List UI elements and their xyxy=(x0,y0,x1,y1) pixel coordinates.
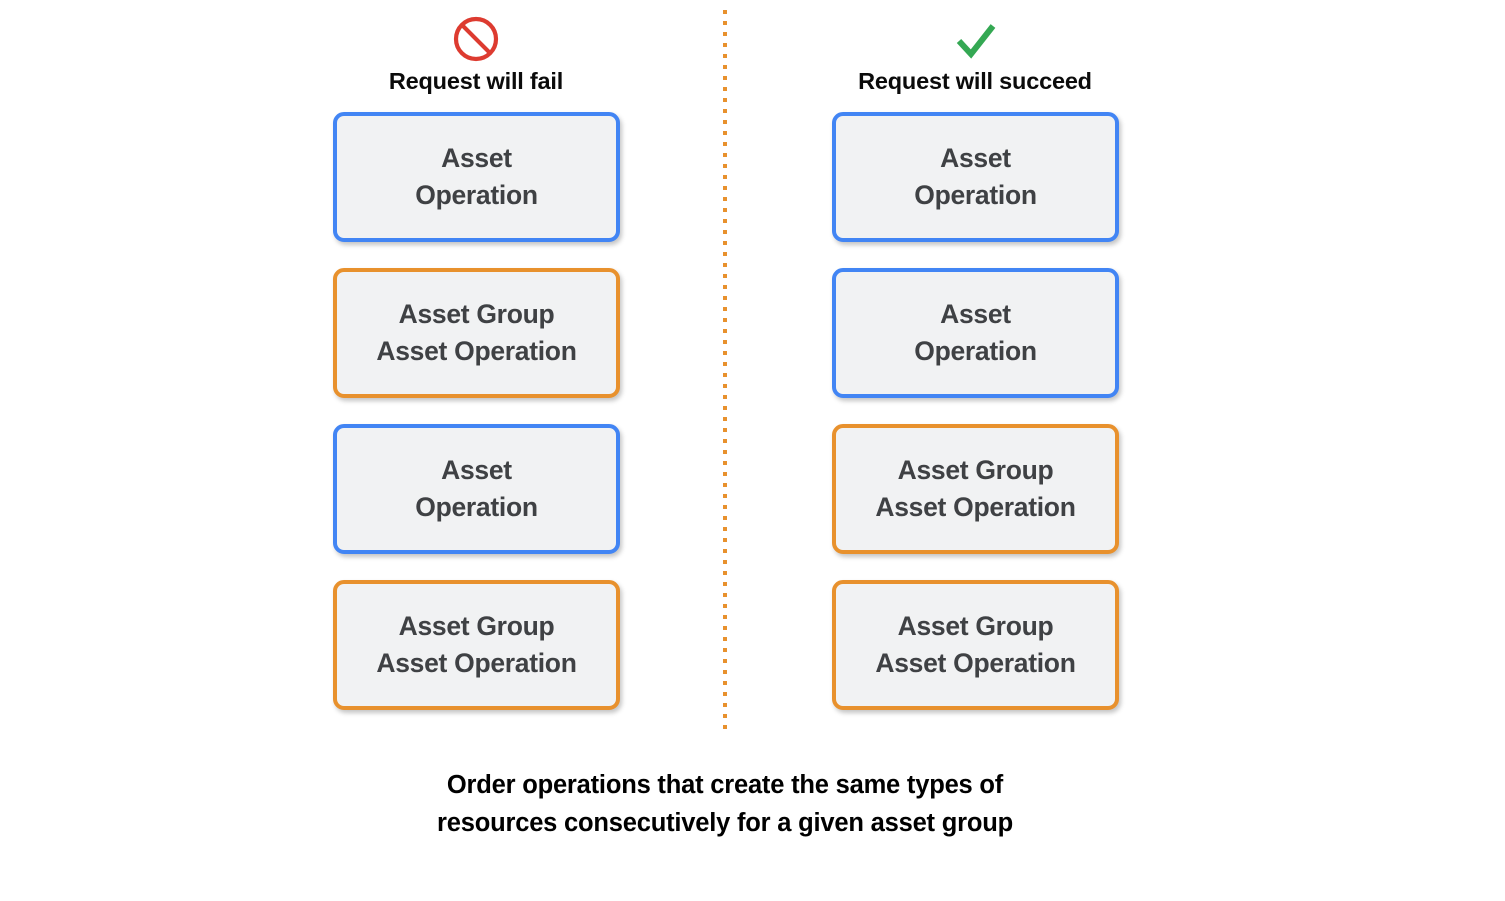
node-box-label: Asset Operation xyxy=(415,455,538,522)
prohibition-icon xyxy=(453,16,499,62)
column-header-succeed: Request will succeed xyxy=(795,14,1155,94)
node-box[interactable]: Asset Group Asset Operation xyxy=(333,268,620,398)
node-box[interactable]: Asset Operation xyxy=(832,268,1119,398)
node-box[interactable]: Asset Operation xyxy=(832,112,1119,242)
column-title-succeed: Request will succeed xyxy=(858,68,1092,94)
node-box-label: Asset Operation xyxy=(415,143,538,210)
node-box[interactable]: Asset Operation xyxy=(333,424,620,554)
node-box-label: Asset Operation xyxy=(914,299,1037,366)
box-stack-fail: Asset Operation Asset Group Asset Operat… xyxy=(333,112,620,710)
node-box[interactable]: Asset Group Asset Operation xyxy=(333,580,620,710)
column-title-fail: Request will fail xyxy=(388,68,564,94)
node-box-label: Asset Group Asset Operation xyxy=(376,611,577,678)
box-stack-succeed: Asset Operation Asset Operation Asset Gr… xyxy=(832,112,1119,710)
node-box[interactable]: Asset Group Asset Operation xyxy=(832,424,1119,554)
node-box-label: Asset Group Asset Operation xyxy=(875,611,1076,678)
checkmark-icon xyxy=(956,24,996,59)
column-header-fail: Request will fail xyxy=(296,14,656,94)
node-box-label: Asset Group Asset Operation xyxy=(875,455,1076,522)
diagram-caption: Order operations that create the same ty… xyxy=(437,771,1013,837)
vertical-dotted-divider xyxy=(723,10,727,736)
node-box-label: Asset Group Asset Operation xyxy=(376,299,577,366)
node-box-label: Asset Operation xyxy=(914,143,1037,210)
node-box[interactable]: Asset Group Asset Operation xyxy=(832,580,1119,710)
node-box[interactable]: Asset Operation xyxy=(333,112,620,242)
